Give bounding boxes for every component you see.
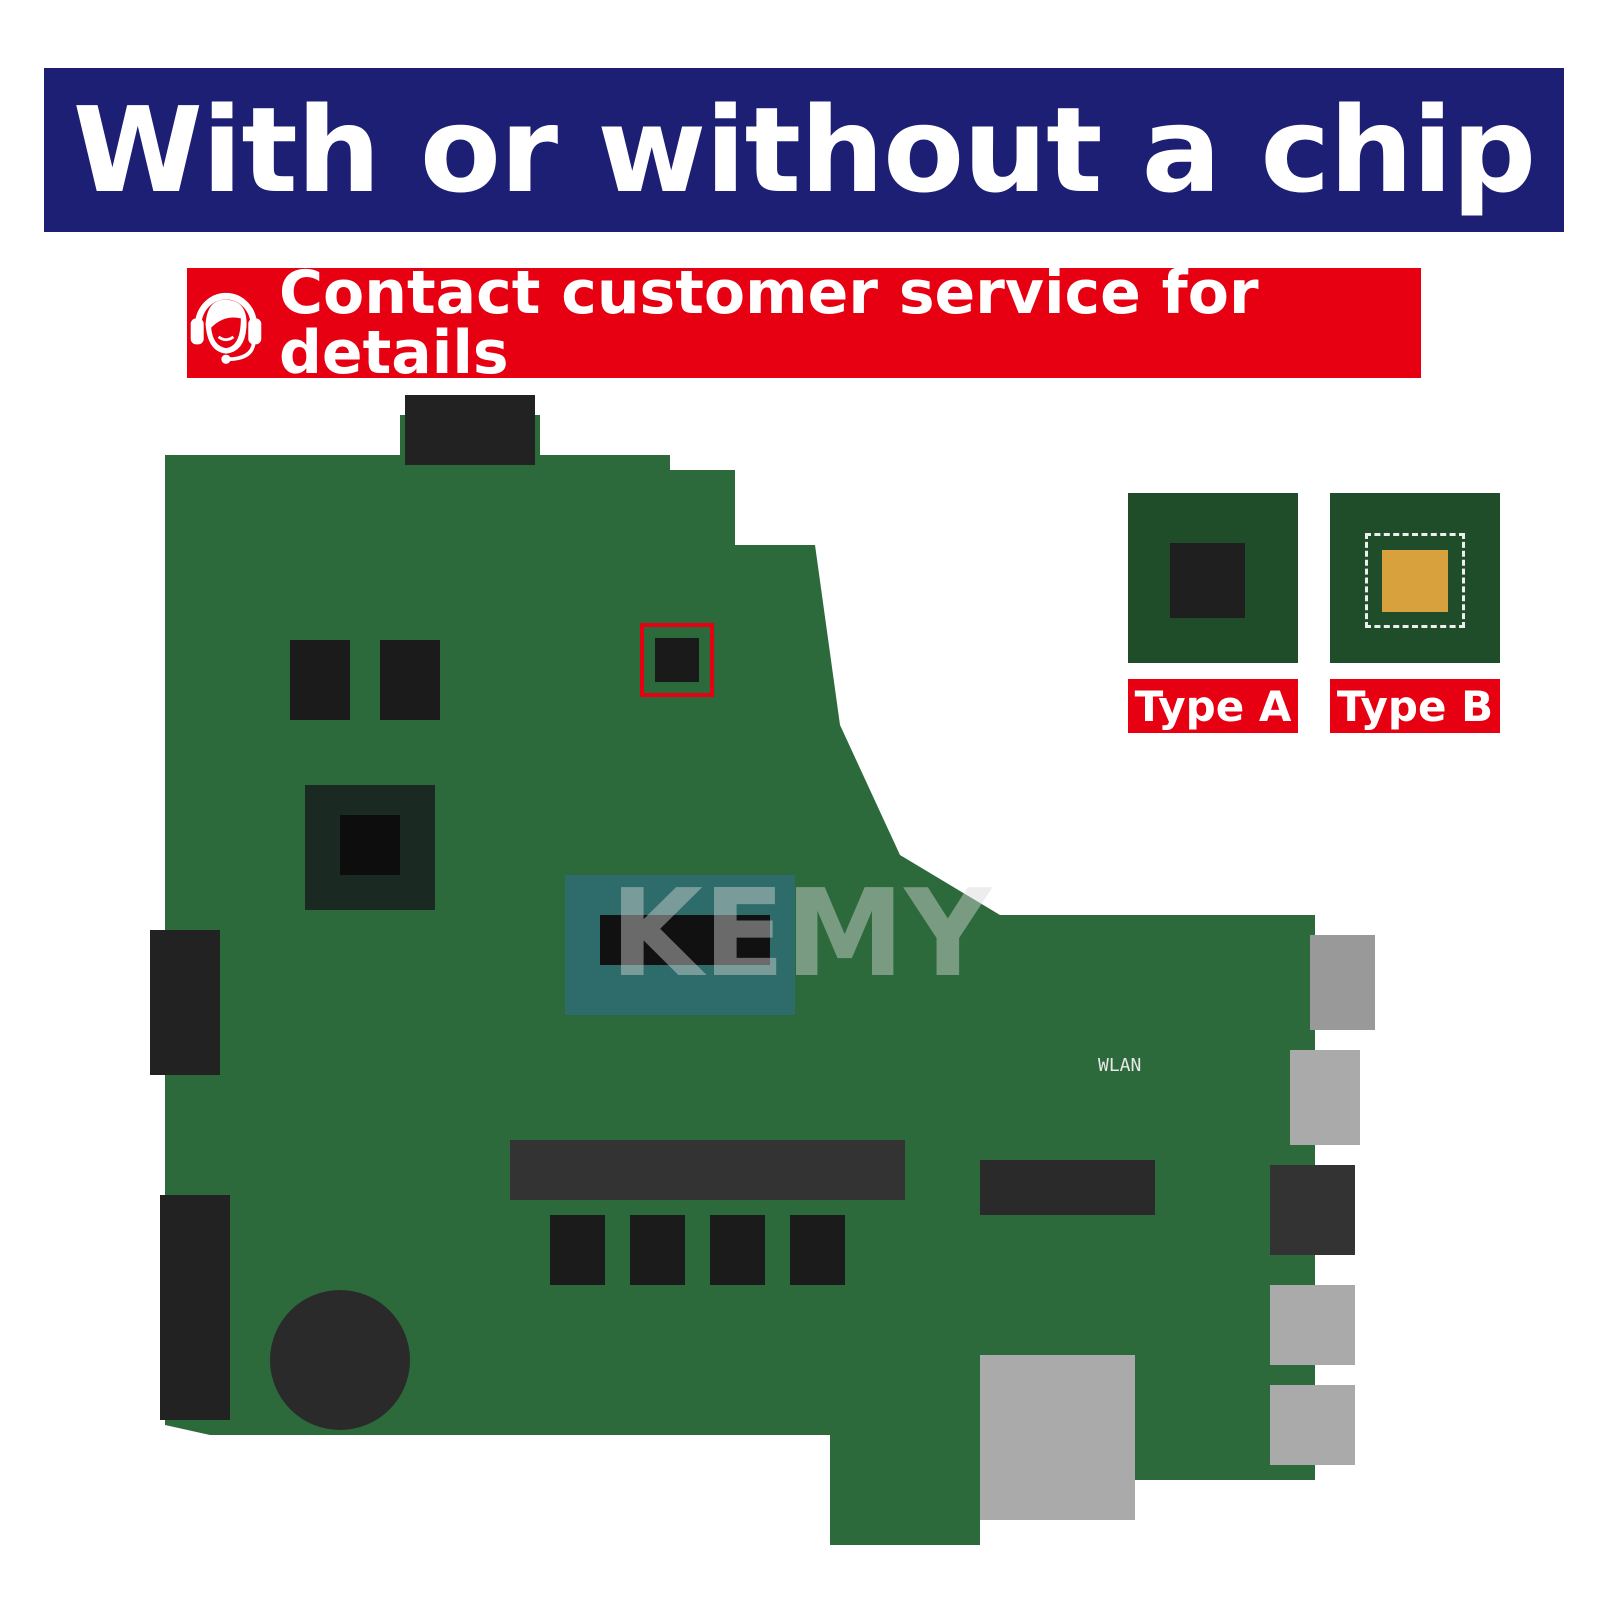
usb-port [1290, 1050, 1360, 1145]
ethernet-port [1270, 1165, 1355, 1255]
chip-type-a-image [1128, 493, 1298, 663]
page-title: With or without a chip [72, 81, 1536, 219]
usb-port [1270, 1385, 1355, 1465]
hdmi-port [1310, 935, 1375, 1030]
ram-chip [710, 1215, 765, 1285]
vram-chip [380, 640, 440, 720]
sd-card-slot [980, 1355, 1135, 1520]
cmos-battery [270, 1290, 410, 1430]
sata-connector [160, 1195, 230, 1420]
chip-type-b: Type B [1330, 493, 1500, 733]
ram-slot [510, 1140, 905, 1200]
sata-connector [150, 930, 220, 1075]
contact-banner: Contact customer service for details [187, 263, 1421, 383]
power-connector [405, 395, 535, 465]
chip-type-a: Type A [1128, 493, 1298, 733]
title-banner: With or without a chip [44, 68, 1564, 232]
contact-text: Contact customer service for details [278, 258, 1259, 388]
motherboard-photo: WLAN KEMY [150, 395, 1375, 1545]
ram-chip [630, 1215, 685, 1285]
highlighted-chip-box [640, 623, 714, 697]
ram-chip [550, 1215, 605, 1285]
ram-chip [790, 1215, 845, 1285]
chip-type-a-label: Type A [1128, 679, 1298, 733]
headset-agent-icon [190, 292, 262, 364]
watermark-logo: KEMY [610, 865, 993, 1004]
wlan-label: WLAN [1098, 1055, 1141, 1076]
chip-type-b-image [1330, 493, 1500, 663]
usb-port [1270, 1285, 1355, 1365]
wlan-slot [980, 1160, 1155, 1215]
chip-type-b-label: Type B [1330, 679, 1500, 733]
vram-chip [290, 640, 350, 720]
